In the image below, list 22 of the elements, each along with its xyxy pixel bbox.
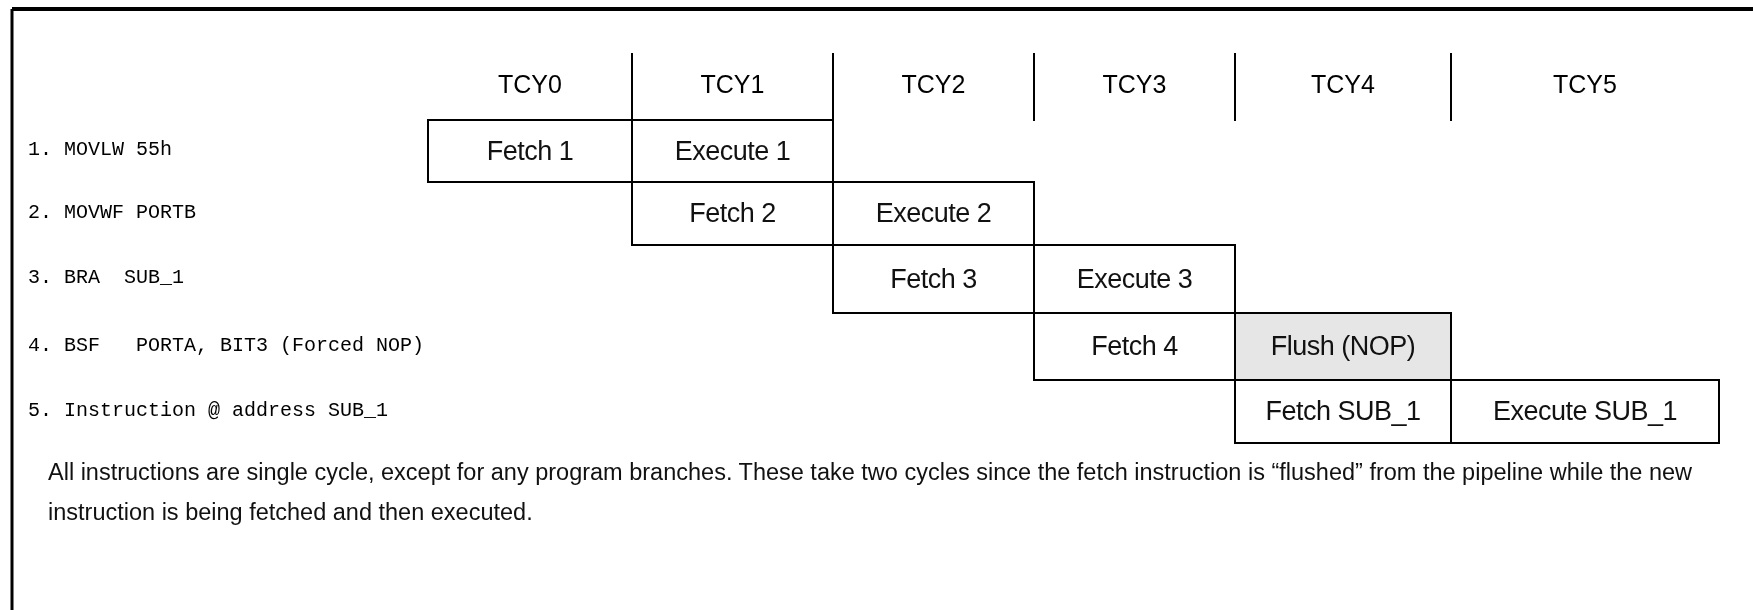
pipeline-stage-box: Fetch SUB_1 [1234, 379, 1452, 444]
pipeline-stage-box: Fetch 4 [1033, 312, 1236, 381]
cycle-header: TCY1 [699, 70, 766, 99]
pipeline-stage-box: Fetch 3 [832, 244, 1035, 314]
instruction-text: 2. MOVWF PORTB [28, 200, 197, 224]
pipeline-stage-box: Fetch 1 [427, 119, 633, 183]
cycle-header: TCY3 [1101, 70, 1168, 99]
caption: All instructions are single cycle, except for any program branches. These take two cycles since the fetch instruction is “flushed” from the pipeline while the new instruction is being fetched and then executed. [48, 458, 1694, 527]
pipeline-stage-box: Execute 3 [1033, 244, 1236, 314]
pipeline-stage-box: Execute 2 [832, 181, 1035, 246]
pipeline-stage-box: Fetch 2 [631, 181, 834, 246]
cycle-header: TCY4 [1310, 70, 1376, 99]
instruction-text: 3. BRA SUB_1 [28, 266, 185, 289]
cycle-header: TCY2 [900, 70, 967, 99]
pipeline-stage-box: Execute 1 [631, 119, 834, 183]
instruction-text: 5. Instruction @ address SUB_1 [28, 398, 389, 422]
instruction-text: 4. BSF PORTA, BIT3 (Forced NOP) [28, 333, 425, 357]
cycle-header: TCY5 [1552, 70, 1618, 99]
cycle-header: TCY0 [497, 70, 563, 99]
pipeline-stage-box: Flush (NOP) [1234, 312, 1452, 381]
instruction-text: 1. MOVLW 55h [28, 138, 173, 161]
pipeline-stage-box: Execute SUB_1 [1450, 379, 1720, 444]
